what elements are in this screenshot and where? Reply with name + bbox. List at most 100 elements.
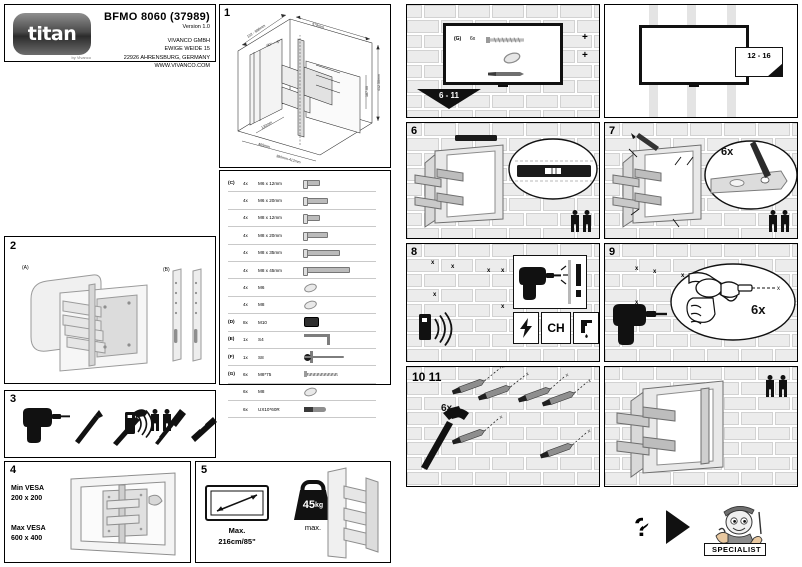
- panel-1-dimensions: 1: [219, 4, 391, 168]
- brick: [673, 472, 705, 485]
- brick: [707, 472, 739, 485]
- brick: [594, 213, 599, 226]
- weight-caption: max.: [304, 523, 322, 532]
- mark-x: x: [451, 264, 455, 270]
- fixing-qty-label: 6x: [470, 36, 476, 42]
- brick: [441, 259, 473, 272]
- brick: [407, 367, 422, 380]
- parts-icon-cell: [303, 297, 376, 313]
- dim-bottom-small: 130mm: [261, 120, 273, 129]
- brick: [407, 244, 422, 257]
- weight-handle: [300, 480, 326, 498]
- brick: [458, 367, 490, 380]
- brick: [639, 349, 671, 361]
- brick: [724, 397, 756, 410]
- brick: [605, 183, 620, 196]
- brick: [594, 397, 599, 410]
- company-city: 22926 AHRENSBURG, GERMANY: [123, 54, 210, 61]
- wall-fixings-board: (G) 6x + +: [443, 23, 588, 85]
- brick: [724, 244, 756, 257]
- person-icon: [151, 409, 159, 431]
- brick: [792, 274, 797, 287]
- drill-warning-icons: [519, 260, 581, 304]
- person-icon: [769, 210, 777, 232]
- brick: [509, 349, 541, 361]
- brick: [605, 367, 620, 380]
- brick: [724, 457, 756, 470]
- parts-icon-cell: [302, 210, 376, 226]
- brick: [605, 289, 637, 302]
- mark-x: x: [501, 268, 505, 274]
- screen-max-text: Max. 216cm/85": [204, 526, 270, 547]
- brick: [673, 259, 705, 272]
- brick: [492, 244, 524, 257]
- brick: [605, 213, 620, 226]
- brick: [758, 457, 790, 470]
- allen-key-icon: [304, 334, 330, 346]
- step7-marking-drawing: 6x: [612, 133, 798, 228]
- brick: [741, 412, 773, 425]
- two-person-indicator-panel3: [151, 409, 171, 431]
- brick: [560, 457, 592, 470]
- svg-text:x: x: [501, 367, 506, 370]
- brick: [492, 427, 524, 440]
- brick: [605, 123, 620, 136]
- bolt-icon: [302, 214, 320, 224]
- parts-qty: 4x: [243, 250, 248, 256]
- step1011-anchors-drawing: 6x x x x: [421, 367, 592, 470]
- magnified-drilling: x: [686, 272, 780, 325]
- brick: [441, 472, 473, 485]
- brick: [741, 442, 773, 455]
- brick: [407, 65, 422, 78]
- vesa-max-label: Max VESA: [11, 525, 46, 532]
- brick: [441, 228, 473, 238]
- step-range-label-12-16: 12 - 16: [747, 51, 771, 60]
- parts-qty: 6x: [243, 389, 248, 395]
- brick: [656, 244, 688, 257]
- parts-group: (G): [228, 371, 235, 377]
- brick: [577, 472, 599, 485]
- brick: [475, 319, 507, 332]
- brick: [509, 442, 541, 455]
- page-corner-note: 12 - 16: [735, 47, 783, 77]
- spirit-level-bar: [455, 135, 497, 141]
- panel-6-number: 6: [411, 125, 418, 137]
- panel-mounted-bracket: [604, 366, 798, 487]
- panel-stud-wall: 12 - 16: [604, 4, 798, 118]
- brick: [724, 213, 756, 226]
- brick: [407, 457, 422, 470]
- brick: [407, 213, 422, 226]
- panel-3-number: 3: [10, 393, 17, 405]
- brick: [407, 50, 439, 63]
- brick: [775, 349, 797, 361]
- person-icon: [766, 375, 774, 397]
- brick-wall-background: [407, 367, 599, 486]
- step-range-arrow-6-11: 6 - 11: [417, 89, 481, 109]
- pencil-icon: [75, 410, 103, 444]
- parts-icon-cell: [304, 401, 376, 417]
- detector-and-persons: [125, 409, 179, 440]
- specialist-badge: SPECIALIST: [703, 506, 768, 556]
- person-icon: [781, 210, 789, 232]
- parts-icon-cell: [304, 366, 376, 382]
- brick: [775, 259, 797, 272]
- brick: [594, 123, 599, 136]
- pencil-icon-step7: [631, 133, 659, 151]
- fixing-parts-icons: [486, 37, 524, 76]
- parts-qty: 4x: [243, 285, 248, 291]
- brick: [475, 289, 507, 302]
- wall-anchor-icon: [488, 72, 524, 76]
- brick: [560, 5, 592, 18]
- brick: [656, 334, 688, 347]
- drill-icon: [23, 408, 70, 443]
- person-icon: [779, 375, 787, 397]
